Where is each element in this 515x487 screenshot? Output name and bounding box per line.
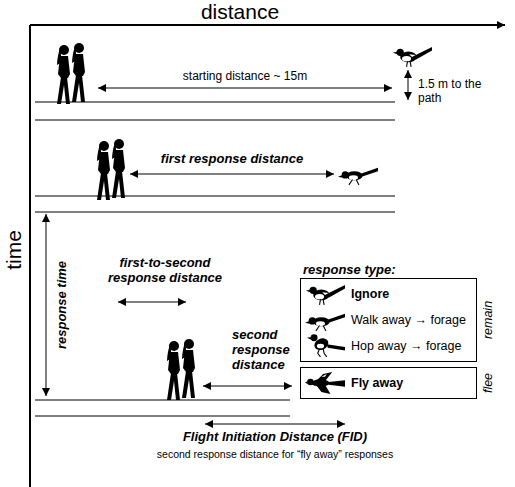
response-type: Walk away → forage: [351, 313, 466, 327]
magpie-icon: [305, 334, 345, 358]
response-row: Ignore: [305, 281, 468, 307]
fid-arrow: [205, 424, 345, 425]
response-row: Hop away → forage: [305, 333, 468, 359]
group-label: flee: [481, 373, 495, 393]
response-row: Walk away → forage: [305, 307, 468, 333]
magpie-icon: [305, 282, 345, 306]
response-box: Fly awayflee: [300, 367, 477, 399]
response-type: Hop away → forage: [351, 339, 461, 353]
first-to-second-arrow: [118, 302, 186, 303]
fid-label: Flight Initiation Distance (FID): [183, 430, 367, 445]
scene-start: [35, 43, 432, 120]
distance-label: starting distance ~ 15m: [183, 70, 307, 84]
time-axis: [29, 25, 31, 487]
distance-axis: [30, 24, 505, 26]
distance-label: 1.5 m to the path: [418, 78, 498, 106]
response-row: Fly away: [305, 370, 468, 396]
box-heading: response type:: [303, 262, 395, 277]
magpie-icon: [305, 308, 345, 332]
axis-title: time: [2, 230, 26, 270]
time-label: response time: [55, 261, 70, 349]
response-time-arrow: [46, 214, 47, 396]
distance-label: first-to-second response distance: [90, 256, 240, 286]
scene-first-response: [35, 139, 395, 212]
distance-label: first response distance: [161, 152, 303, 167]
note: second response distance for “fly away” …: [157, 448, 393, 460]
response-type: Ignore: [351, 287, 389, 301]
axis-title: distance: [201, 0, 279, 24]
distance-label: second response distance: [232, 328, 296, 373]
group-label: remain: [481, 301, 495, 339]
response-box: response type:IgnoreWalk away → forageHo…: [300, 278, 477, 362]
response-type: Fly away: [351, 376, 403, 390]
magpie-icon: [305, 371, 345, 395]
